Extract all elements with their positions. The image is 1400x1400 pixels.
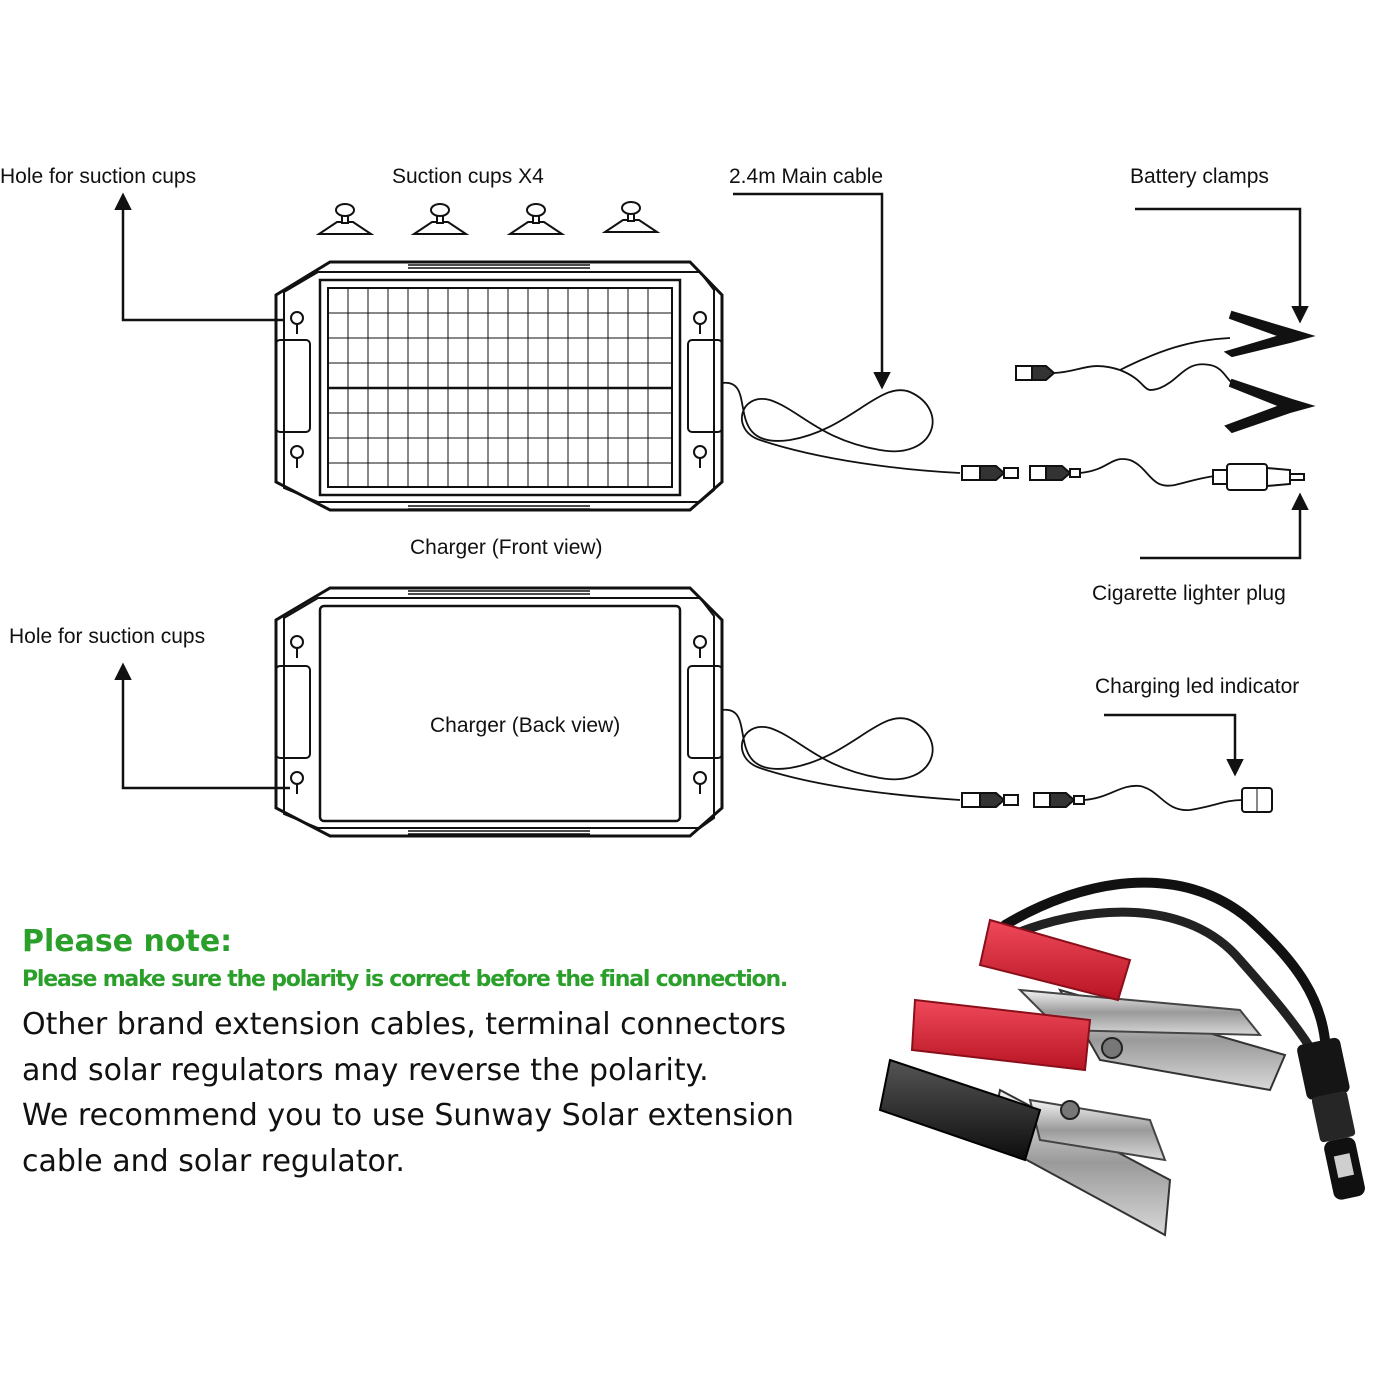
plug-cable (1079, 458, 1216, 487)
sae-connector-front (961, 465, 1081, 481)
note-title: Please note: (22, 924, 233, 959)
label-led-indicator: Charging led indicator (1095, 675, 1300, 698)
note-subtitle: Please make sure the polarity is correct… (22, 967, 788, 992)
charger-front-illustration (274, 260, 724, 512)
sae-connector-back (961, 792, 1085, 808)
label-hole-bottom: Hole for suction cups (9, 625, 206, 648)
charger-back-illustration (274, 586, 724, 838)
back-main-cable (721, 709, 961, 801)
note-line-1: Other brand extension cables, terminal c… (22, 1007, 787, 1042)
callout-lines (114, 192, 1309, 790)
cigarette-plug-icon (1212, 463, 1305, 491)
led-indicator-icon (1241, 787, 1273, 813)
clamps-photo (878, 877, 1365, 1237)
label-suction-cups: Suction cups X4 (392, 165, 544, 188)
label-cigarette-plug: Cigarette lighter plug (1092, 582, 1286, 605)
note-line-2: and solar regulators may reverse the pol… (22, 1053, 709, 1088)
label-hole-top: Hole for suction cups (0, 165, 197, 188)
solar-cell-grid (328, 288, 672, 487)
label-back-view: Charger (Back view) (430, 714, 621, 737)
note-line-4: cable and solar regulator. (22, 1144, 405, 1179)
label-main-cable: 2.4m Main cable (729, 165, 884, 188)
front-main-cable (721, 382, 961, 474)
led-cable (1083, 785, 1243, 811)
label-battery-clamps: Battery clamps (1130, 165, 1269, 188)
note-line-3: We recommend you to use Sunway Solar ext… (22, 1098, 794, 1133)
suction-cups-icon (315, 201, 661, 235)
battery-clamps-icon (1015, 310, 1316, 434)
label-front-view: Charger (Front view) (410, 536, 603, 559)
